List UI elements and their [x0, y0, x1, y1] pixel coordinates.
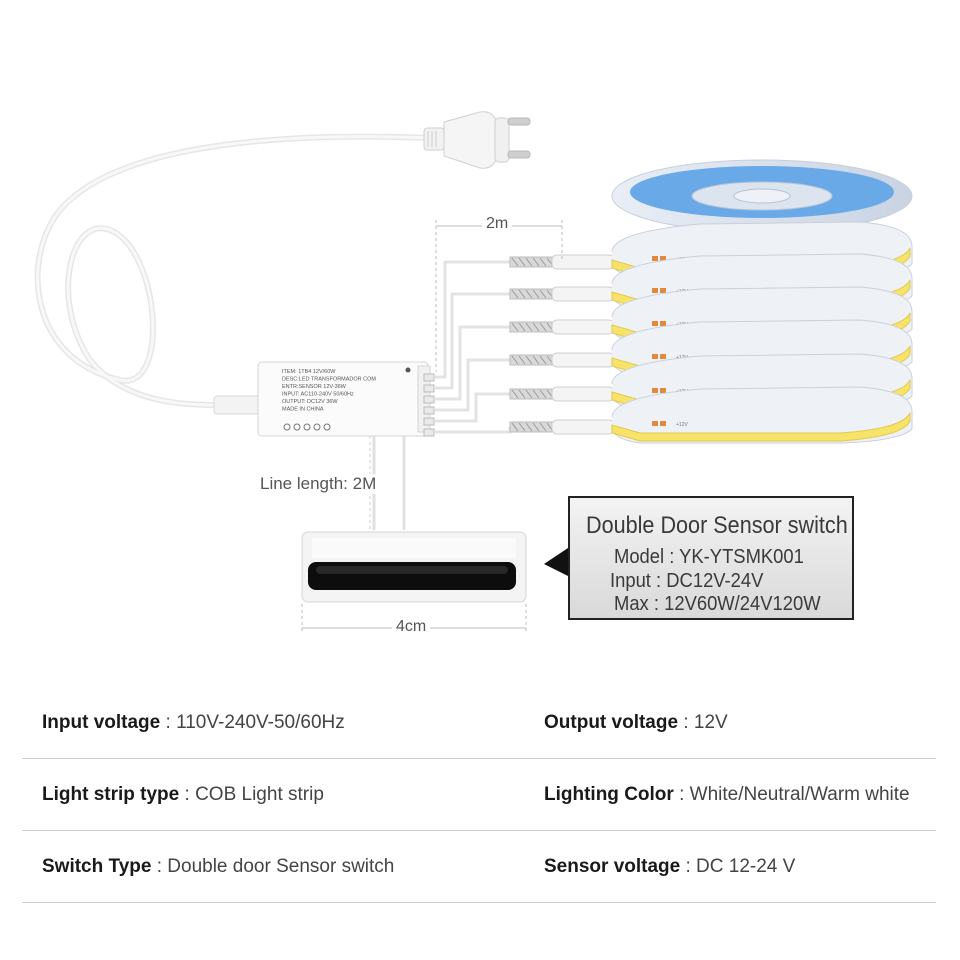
solder-pad [652, 288, 658, 293]
callout-model: Model : YK-YTSMK001 [614, 546, 804, 568]
solder-pad [660, 388, 666, 393]
wire-strand [525, 422, 533, 432]
spec-key: Input voltage [42, 712, 161, 733]
connector-sleeve [551, 254, 615, 270]
strip-connector [509, 386, 615, 402]
wire-strand [532, 422, 540, 432]
wire-strand [518, 322, 526, 332]
wire-strand [539, 289, 547, 299]
solder-pad [660, 288, 666, 293]
spec-value: : 110V-240V-50/60Hz [160, 712, 345, 733]
spec-value: : COB Light strip [179, 784, 324, 805]
spec-switch-type: Switch Type : Double door Sensor switch [42, 856, 394, 878]
wire-strand [511, 422, 519, 432]
spec-value: : 12V [678, 712, 728, 733]
solder-pad [660, 421, 666, 426]
strip-winding [611, 386, 913, 444]
wire-strand [511, 257, 519, 267]
spec-row: Light strip type : COB Light strip Light… [22, 758, 936, 831]
spec-value: : White/Neutral/Warm white [673, 784, 910, 805]
wiring-illustration: ITEM: 1TB4 12V/60W DESC:LED TRANSFORMADOR… [34, 111, 913, 634]
solder-pad [652, 321, 658, 326]
eu-plug [423, 111, 531, 169]
door-sensor-switch [301, 531, 527, 603]
spec-input-voltage: Input voltage : 110V-240V-50/60Hz [42, 712, 345, 734]
strip-connector [509, 319, 615, 335]
spec-key: Output voltage [544, 712, 679, 733]
wire-strand [518, 422, 526, 432]
solder-pad [660, 321, 666, 326]
strip-connector [509, 286, 615, 302]
spec-strip-type: Light strip type : COB Light strip [42, 784, 324, 806]
wire-strand [539, 355, 547, 365]
connector-sleeve [551, 352, 615, 368]
cob-strip [611, 412, 911, 442]
solder-pad [652, 421, 658, 426]
connector-sleeve [551, 419, 615, 435]
output-wires [434, 260, 512, 434]
cob-strip-reel: +12V+12V+12V+12V+12V+12V [611, 159, 913, 444]
cable-length-label: 2m [482, 215, 513, 233]
wire-strand [532, 355, 540, 365]
solder-pad [652, 256, 658, 261]
wire-strand [518, 257, 526, 267]
callout-input: Input : DC12V-24V [610, 570, 764, 592]
callout-max: Max : 12V60W/24V120W [614, 593, 821, 615]
strip-connector [509, 419, 615, 435]
strip-connector [509, 352, 615, 368]
wire-strand [525, 257, 533, 267]
wire-strand [539, 389, 547, 399]
spec-value: : Double door Sensor switch [151, 856, 395, 877]
connector-sleeve [551, 386, 615, 402]
wire-strand [511, 322, 519, 332]
wire-strand [539, 422, 547, 432]
wire-strand [518, 289, 526, 299]
wire-strand [532, 257, 540, 267]
spec-key: Sensor voltage [544, 856, 681, 877]
wire-strand [539, 257, 547, 267]
wire-strand [511, 389, 519, 399]
spec-lighting-color: Lighting Color : White/Neutral/Warm whit… [544, 784, 910, 806]
solder-pad [652, 354, 658, 359]
strip-marking: +12V [676, 422, 688, 428]
callout-title: Double Door Sensor switch [586, 512, 848, 539]
spec-sensor-voltage: Sensor voltage : DC 12-24 V [544, 856, 795, 878]
driver-label-line: INPUT: AC110-240V 50/60Hz [282, 392, 354, 398]
wire-strand [518, 389, 526, 399]
spec-value: : DC 12-24 V [680, 856, 796, 877]
spec-output-voltage: Output voltage : 12V [544, 712, 728, 734]
wire-strand [525, 322, 533, 332]
sensor-width-label: 4cm [392, 618, 431, 636]
spec-key: Switch Type [42, 856, 152, 877]
driver-label-line: MADE IN CHINA [282, 407, 324, 413]
spec-row: Input voltage : 110V-240V-50/60Hz Output… [22, 686, 936, 759]
wire-strand [532, 289, 540, 299]
wire-strand [518, 355, 526, 365]
driver-label-line: DESC:LED TRANSFORMADOR COM [282, 377, 376, 383]
wire-strand [525, 289, 533, 299]
solder-pad [660, 256, 666, 261]
wire-strand [511, 355, 519, 365]
driver-label-line: ITEM: 1TB4 12V/60W [282, 369, 336, 375]
wire-strand [532, 322, 540, 332]
wire-strand [525, 355, 533, 365]
driver-label-line: OUTPUT: DC12V 36W [282, 399, 338, 405]
product-diagram: ITEM: 1TB4 12V/60W DESC:LED TRANSFORMADOR… [34, 111, 913, 636]
connector-sleeve [551, 319, 615, 335]
wire-strand [532, 389, 540, 399]
led-driver: ITEM: 1TB4 12V/60W DESC:LED TRANSFORMADOR… [213, 361, 435, 437]
wire-strand [511, 289, 519, 299]
line-length-label: Line length: 2M [256, 474, 381, 494]
spec-row: Switch Type : Double door Sensor switch … [22, 830, 936, 903]
solder-pad [660, 354, 666, 359]
spec-key: Lighting Color [544, 784, 674, 805]
wire-strand [539, 322, 547, 332]
driver-label-line: ENTR:SENSOR 12V-36W [282, 384, 347, 390]
solder-pad [652, 388, 658, 393]
connector-sleeve [551, 286, 615, 302]
spec-key: Light strip type [42, 784, 180, 805]
sensor-spec-callout: Double Door Sensor switch Model : YK-YTS… [568, 496, 854, 620]
callout-pointer [544, 548, 568, 576]
wire-strand [525, 389, 533, 399]
